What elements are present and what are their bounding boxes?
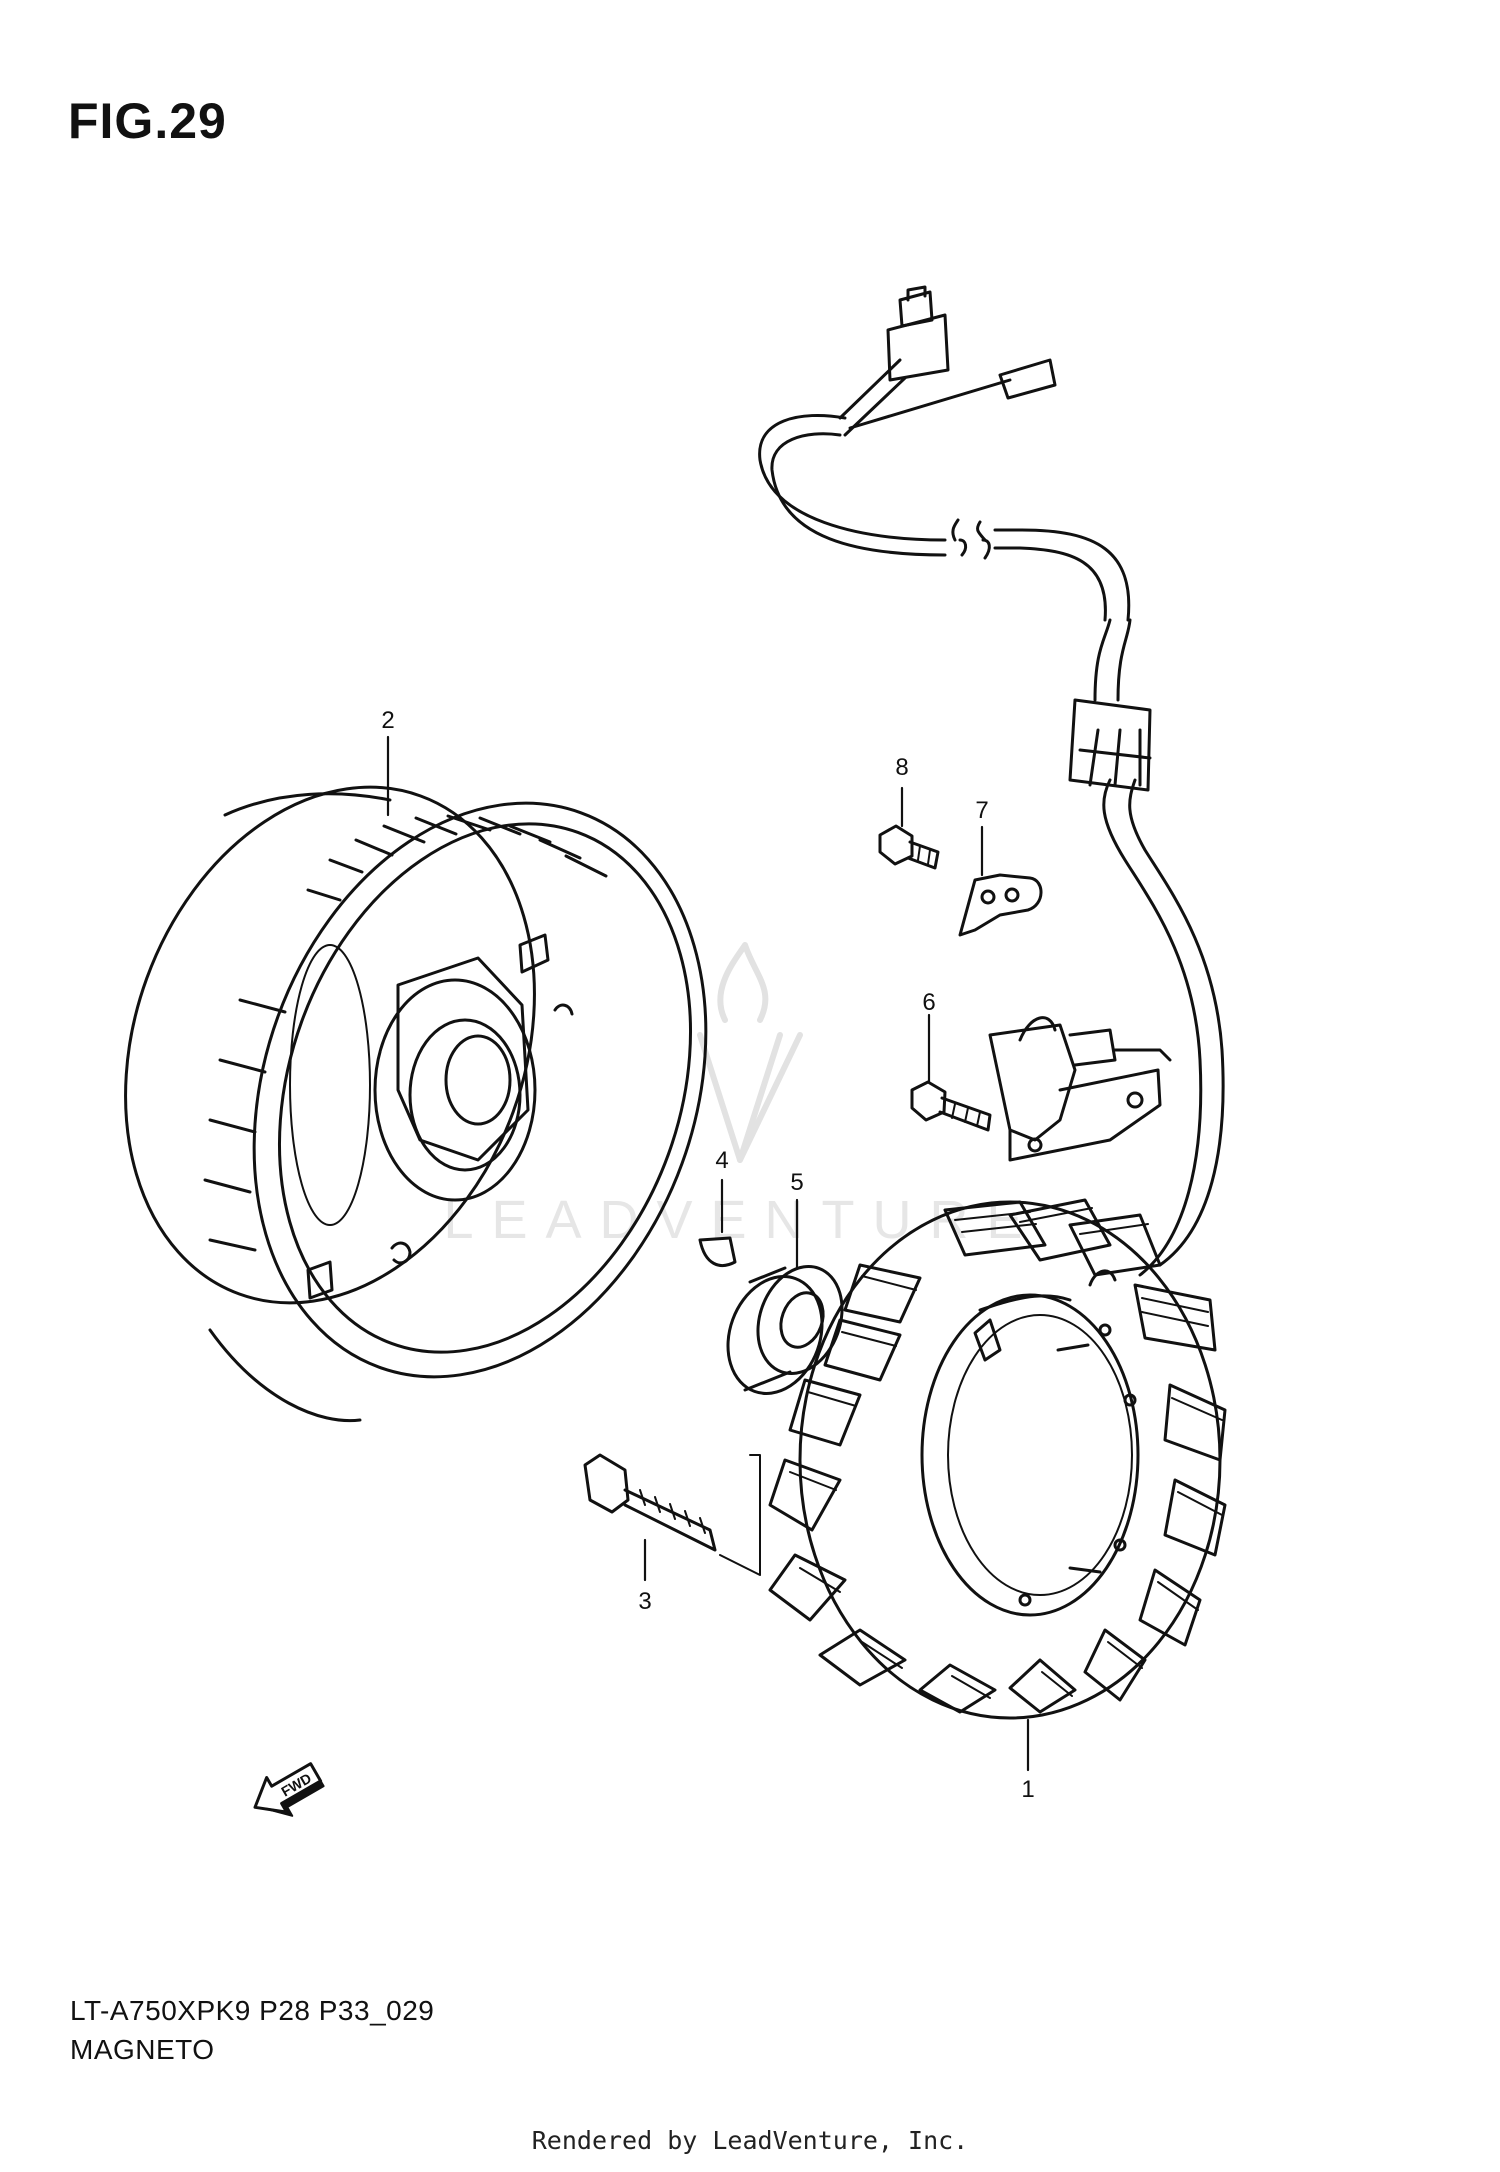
watermark-logo — [697, 942, 803, 1163]
callout-6: 6 — [922, 989, 935, 1016]
callout-3: 3 — [638, 1588, 651, 1615]
part-3-bolt — [583, 1453, 761, 1576]
part-7-clamp — [958, 873, 1043, 937]
model-code: LT-A750XPK9 P28 P33_029 — [70, 1995, 435, 2026]
part-4-key — [698, 1236, 737, 1267]
callout-4: 4 — [715, 1147, 728, 1174]
callout-8: 8 — [895, 754, 908, 781]
watermark-text: LEADVENTURE — [443, 1190, 1040, 1250]
figure-title: FIG.29 — [68, 93, 227, 149]
pickup-coil — [988, 1016, 1172, 1162]
part-5-collar — [726, 1265, 844, 1395]
callout-numbers: 1 2 3 4 5 6 7 8 — [381, 707, 1034, 1803]
callout-7: 7 — [975, 797, 988, 824]
assembly-name: MAGNETO — [70, 2034, 215, 2065]
footer-credit: Rendered by LeadVenture, Inc. — [531, 2126, 969, 2155]
wiring-harness — [758, 285, 1225, 1277]
part-2-rotor — [124, 785, 708, 1423]
part-1-stator — [768, 1198, 1227, 1720]
part-8-screw — [878, 824, 940, 870]
fwd-arrow-icon: FWD — [253, 1762, 325, 1817]
leader-lines — [386, 735, 1030, 1772]
callout-5: 5 — [790, 1169, 803, 1196]
callout-1: 1 — [1021, 1776, 1034, 1803]
callout-2: 2 — [381, 707, 394, 734]
part-6-screw — [910, 1080, 992, 1132]
